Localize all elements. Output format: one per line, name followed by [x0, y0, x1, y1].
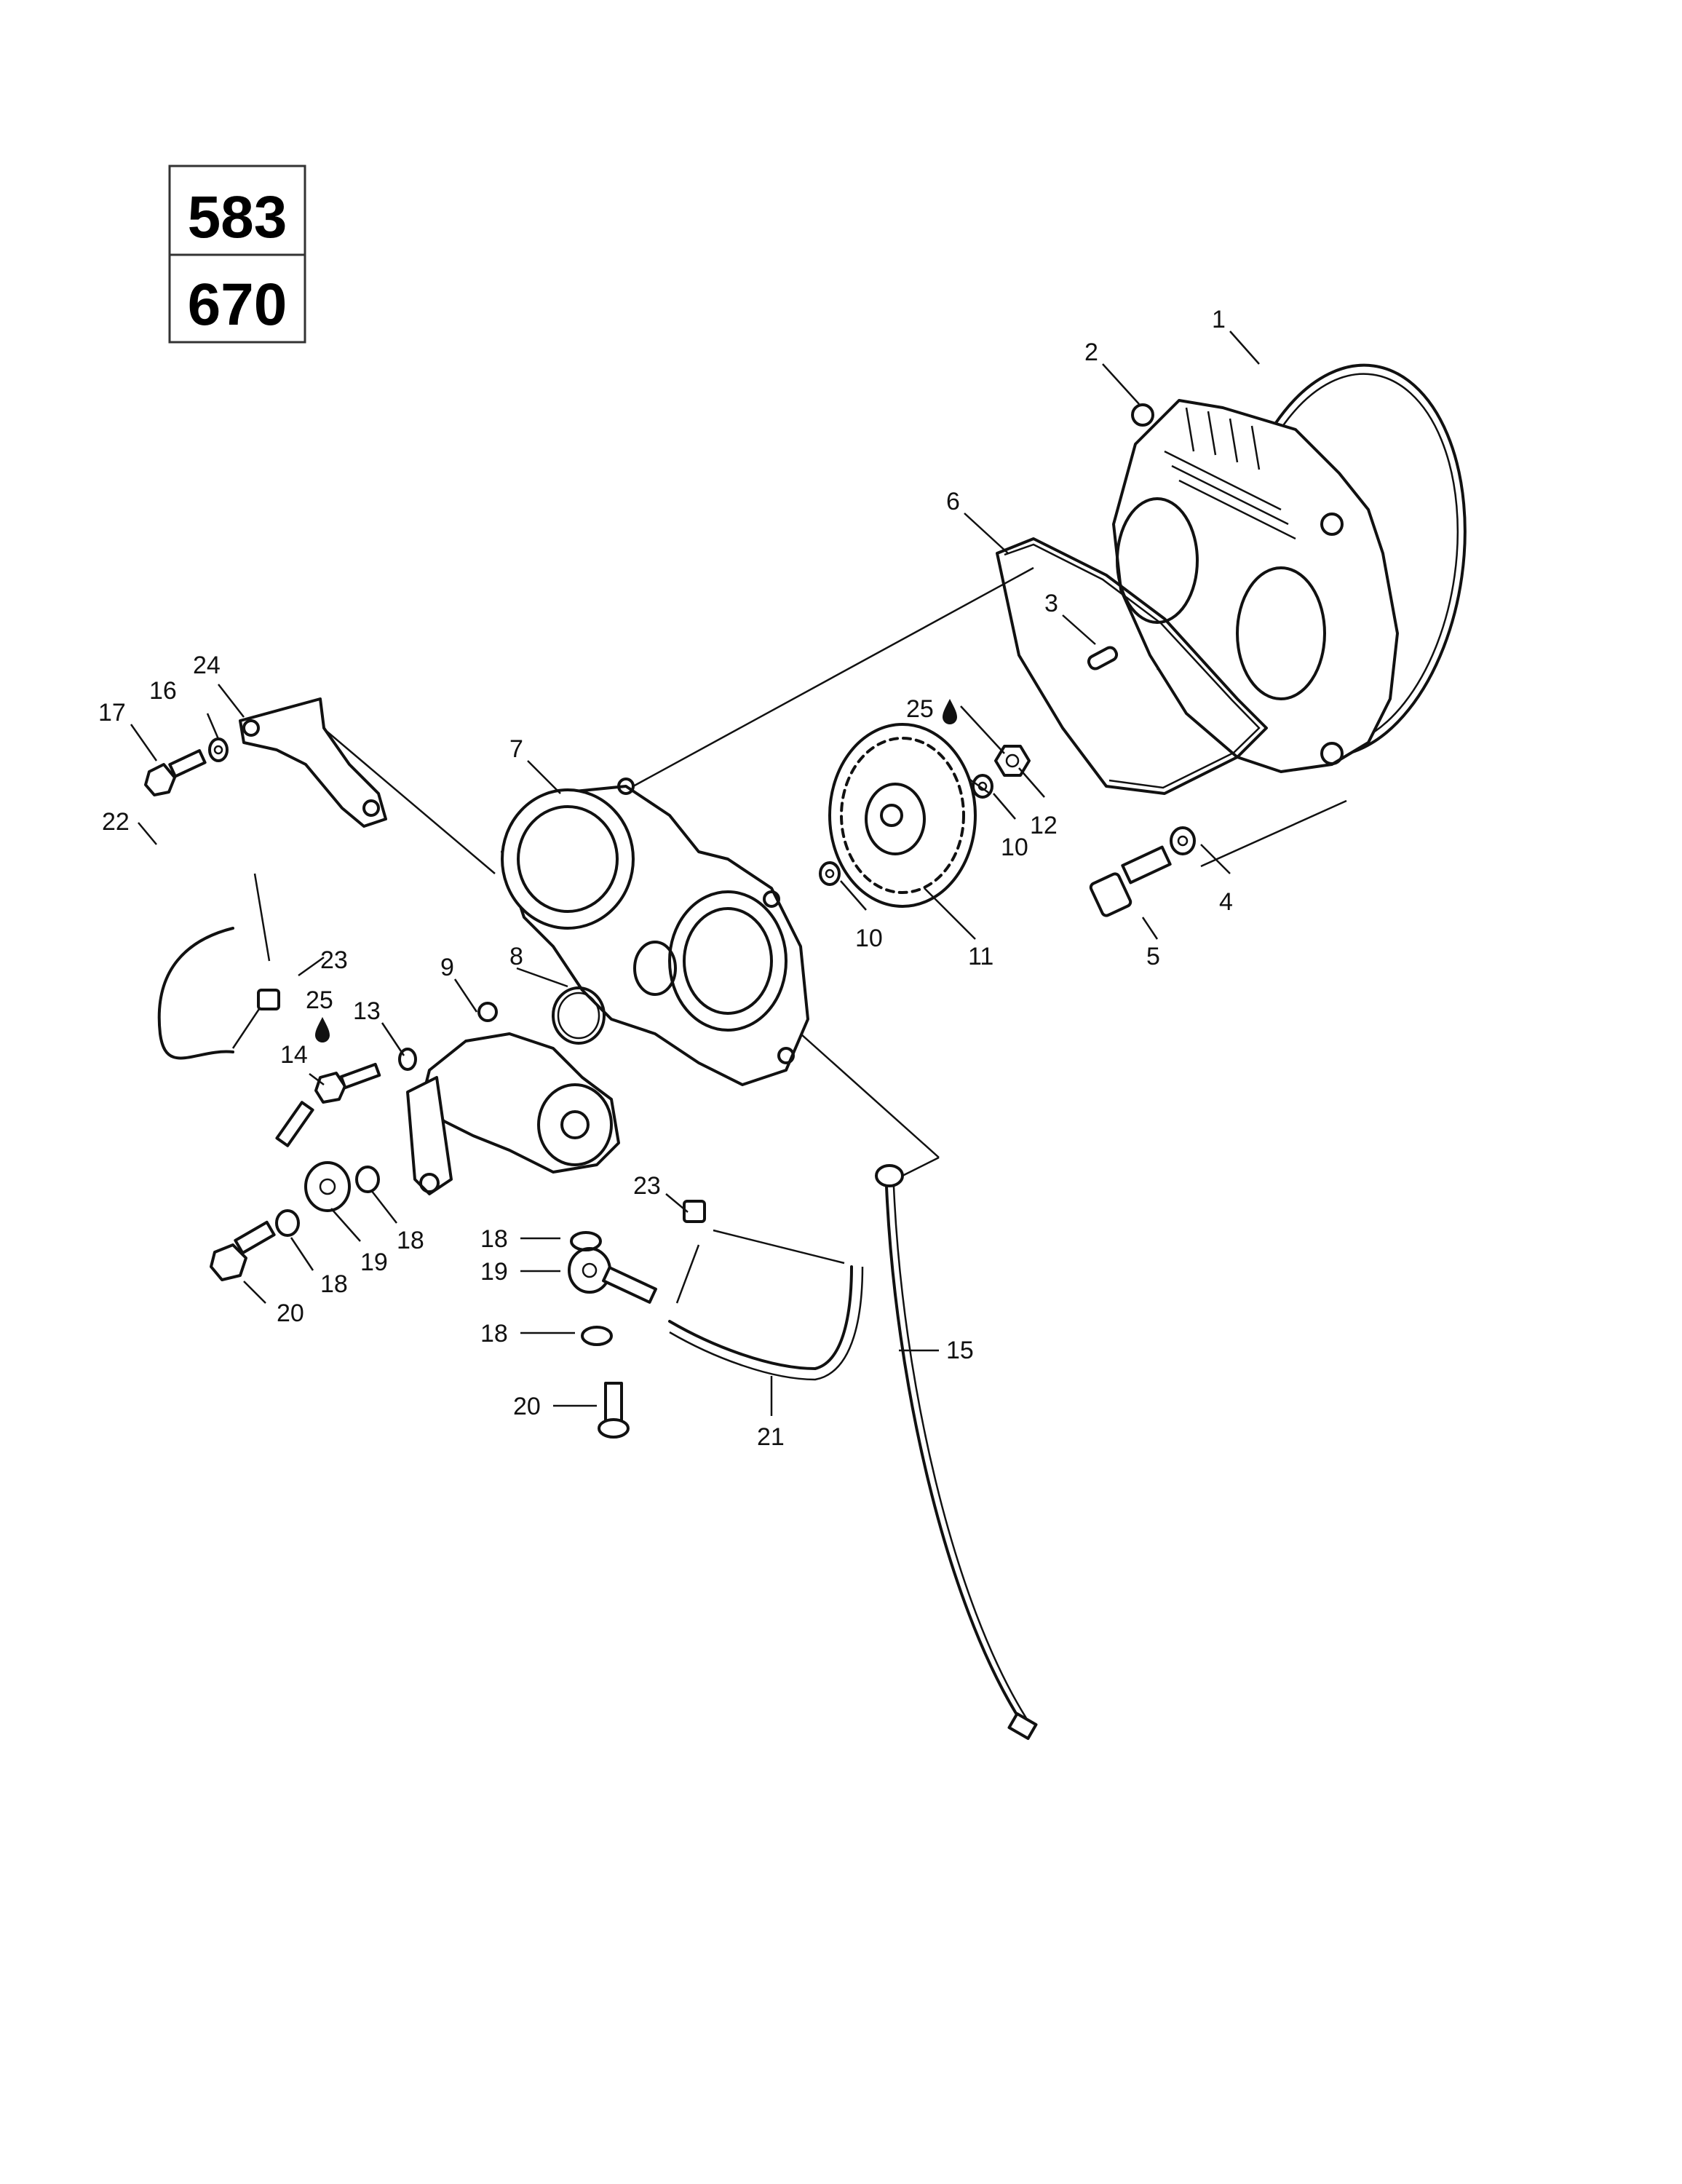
callout-18d: 18: [480, 1320, 508, 1348]
callout-8: 8: [509, 943, 523, 970]
callout-20b: 20: [513, 1393, 541, 1420]
part-17-bolt: [144, 749, 207, 796]
callout-18a: 18: [397, 1227, 424, 1254]
model-670: 670: [188, 272, 287, 338]
drop-icon: [315, 1017, 330, 1042]
callout-21: 21: [757, 1423, 785, 1451]
callout-16: 16: [149, 677, 177, 705]
drop-icon: [943, 699, 957, 724]
part-5-socket-screw: [1089, 845, 1172, 917]
callout-17: 17: [98, 699, 126, 727]
part-8-o-ring: [552, 986, 606, 1045]
part-2-valve-cover: [1112, 399, 1399, 773]
part-16-washer: [208, 737, 229, 762]
part-18-washer-c: [570, 1231, 602, 1251]
part-11-gear: [828, 723, 977, 908]
callout-23a: 23: [320, 946, 348, 974]
callout-15: 15: [946, 1337, 974, 1364]
part-18-washer-b: [275, 1209, 300, 1237]
callout-4: 4: [1219, 888, 1233, 916]
part-3-dowel-pin: [1087, 646, 1119, 670]
part-14-bolt: [314, 1062, 381, 1104]
callout-19b: 19: [480, 1258, 508, 1286]
callout-12: 12: [1030, 812, 1058, 839]
part-18-washer-d: [581, 1326, 613, 1346]
callout-10a: 10: [1001, 834, 1028, 861]
callout-24: 24: [193, 652, 221, 679]
callout-2: 2: [1084, 339, 1098, 366]
callout-14: 14: [280, 1041, 308, 1069]
part-10-washer-lower: [819, 861, 841, 886]
part-7-valve-housing: [501, 778, 809, 1086]
part-15-ground-wire: [875, 1164, 1038, 1741]
callout-19a: 19: [360, 1249, 388, 1276]
part-22-oil-hose: [157, 927, 234, 1060]
callout-leaders: [130, 331, 1260, 1416]
model-badge: 583 670: [168, 165, 306, 344]
model-583: 583: [188, 184, 287, 250]
part-6-gasket: [996, 537, 1268, 795]
part-24-bracket: [239, 697, 387, 828]
callout-10b: 10: [855, 925, 883, 952]
callout-23b: 23: [633, 1172, 661, 1200]
part-19-banjo-left: [275, 1101, 351, 1212]
callout-7: 7: [509, 735, 523, 763]
callout-3: 3: [1044, 590, 1058, 617]
part-10-washer-upper: [972, 774, 993, 799]
callout-labels: 1 2 6 3 25 12 10 4 5 11 10 7 8 9 13 25 1…: [98, 306, 1233, 1451]
callout-6: 6: [946, 488, 960, 515]
part-4-lock-washer: [1170, 826, 1196, 855]
callout-22: 22: [102, 808, 130, 836]
callout-13: 13: [353, 997, 381, 1025]
part-13-washer: [398, 1048, 417, 1071]
part-23-clamp-upper: [257, 989, 280, 1010]
part-18-washer-a: [355, 1166, 380, 1193]
part-21-hose: [668, 1265, 864, 1381]
callout-18c: 18: [480, 1225, 508, 1253]
callout-1: 1: [1212, 306, 1226, 333]
callout-18b: 18: [320, 1270, 348, 1298]
callout-25b: 25: [306, 986, 333, 1014]
part-20-banjo-bolt-left: [210, 1220, 276, 1281]
part-20-banjo-bolt-right: [598, 1382, 630, 1439]
callout-5: 5: [1146, 943, 1160, 970]
callout-20a: 20: [277, 1299, 304, 1327]
callout-11: 11: [968, 943, 993, 970]
part-19-banjo-right: [568, 1247, 657, 1304]
callout-25a: 25: [906, 695, 934, 723]
part-9-oil-pump: [406, 1002, 620, 1195]
part-23-clamp-lower: [683, 1200, 706, 1223]
callout-9: 9: [440, 954, 454, 981]
